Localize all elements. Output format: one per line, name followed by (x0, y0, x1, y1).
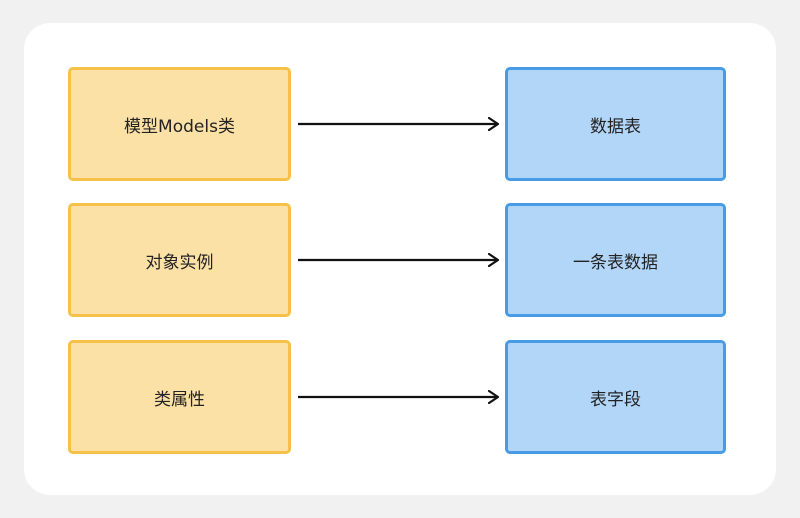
target-label: 数据表 (590, 116, 641, 137)
source-label: 对象实例 (145, 252, 214, 273)
target-box-table-field: 表字段 (505, 340, 726, 454)
target-label: 一条表数据 (573, 252, 658, 273)
source-label: 类属性 (154, 389, 205, 410)
source-box-class-attribute: 类属性 (68, 340, 291, 454)
target-box-table-row: 一条表数据 (505, 203, 726, 317)
target-label: 表字段 (590, 389, 641, 410)
source-label: 模型Models类 (124, 116, 235, 137)
target-box-data-table: 数据表 (505, 67, 726, 181)
source-box-object-instance: 对象实例 (68, 203, 291, 317)
source-box-models-class: 模型Models类 (68, 67, 291, 181)
diagram-canvas: 模型Models类 数据表 对象实例 一条表数据 类属性 表字段 (24, 23, 776, 495)
